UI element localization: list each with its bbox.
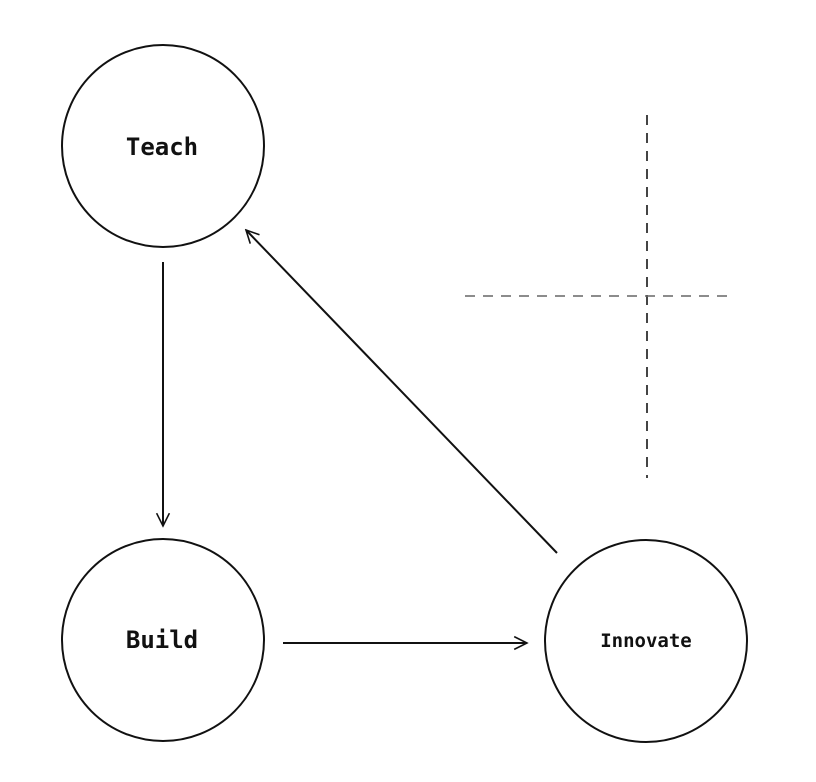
dashed-crosshair bbox=[465, 115, 733, 478]
node-teach: Teach bbox=[61, 44, 265, 248]
node-innovate: Innovate bbox=[544, 539, 748, 743]
build-label: Build bbox=[126, 626, 198, 654]
innovate-label: Innovate bbox=[600, 630, 692, 652]
build-circle bbox=[61, 538, 265, 742]
teach-label: Teach bbox=[126, 133, 198, 161]
teach-circle bbox=[61, 44, 265, 248]
innovate-circle bbox=[544, 539, 748, 743]
arrow-innovate-to-teach bbox=[246, 230, 558, 554]
node-build: Build bbox=[61, 538, 265, 742]
